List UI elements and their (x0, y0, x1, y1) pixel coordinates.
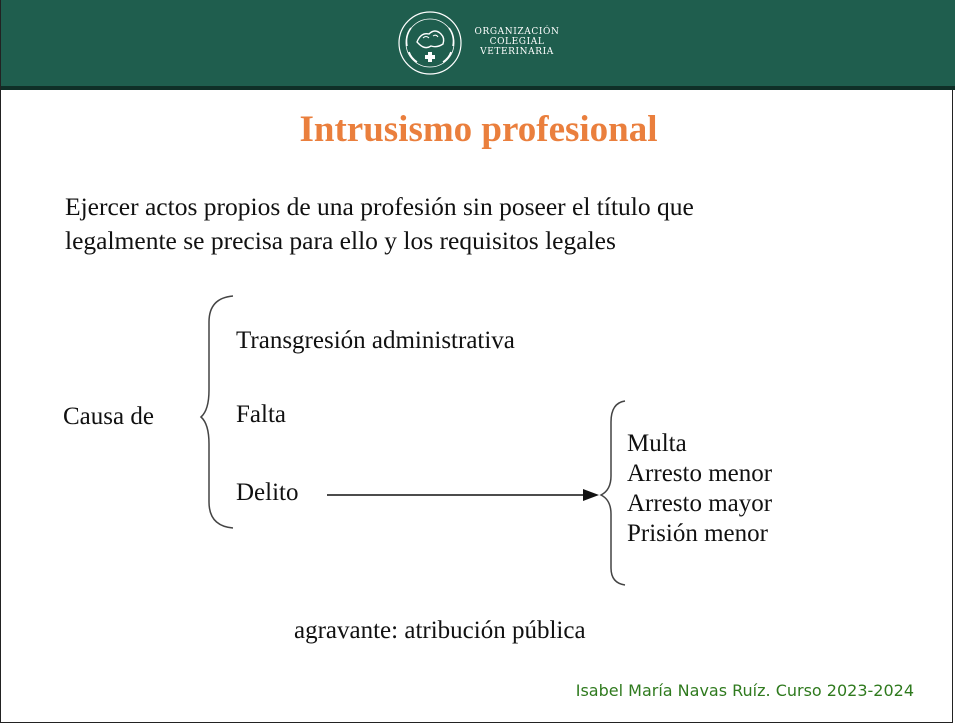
definition-text: Ejercer actos propios de una profesión s… (65, 190, 895, 258)
root-label: Causa de (63, 403, 154, 430)
right-brace (599, 400, 626, 586)
slide-title: Intrusismo profesional (299, 109, 658, 150)
sanction-multa: Multa (627, 430, 687, 457)
header-rule (1, 86, 955, 90)
branch-administrative: Transgresión administrativa (236, 327, 515, 354)
left-brace (199, 295, 234, 529)
logo-line-1: ORGANIZACIÓN (474, 27, 560, 37)
definition-line-1: Ejercer actos propios de una profesión s… (65, 192, 694, 221)
delito-arrow-head (583, 489, 599, 501)
sanction-arresto-mayor: Arresto mayor (627, 490, 773, 517)
sanction-prision-menor: Prisión menor (627, 520, 768, 547)
sanction-list: Multa Arresto menor Arresto mayor Prisió… (627, 429, 772, 549)
branch-delito: Delito (236, 479, 299, 506)
branch-falta: Falta (236, 401, 286, 428)
veterinary-emblem-icon (398, 11, 462, 75)
organization-logo: ORGANIZACIÓN COLEGIAL VETERINARIA (395, 8, 575, 78)
header-band (1, 0, 955, 86)
footer-credit: Isabel María Navas Ruíz. Curso 2023-2024 (575, 681, 914, 700)
aggravating-note: agravante: atribución pública (294, 617, 586, 644)
logo-line-2: COLEGIAL (489, 37, 545, 47)
sanction-arresto-menor: Arresto menor (627, 460, 773, 487)
definition-line-2: legalmente se precisa para ello y los re… (65, 226, 616, 255)
logo-wordmark: ORGANIZACIÓN COLEGIAL VETERINARIA (467, 27, 567, 57)
logo-line-3: VETERINARIA (480, 47, 554, 57)
